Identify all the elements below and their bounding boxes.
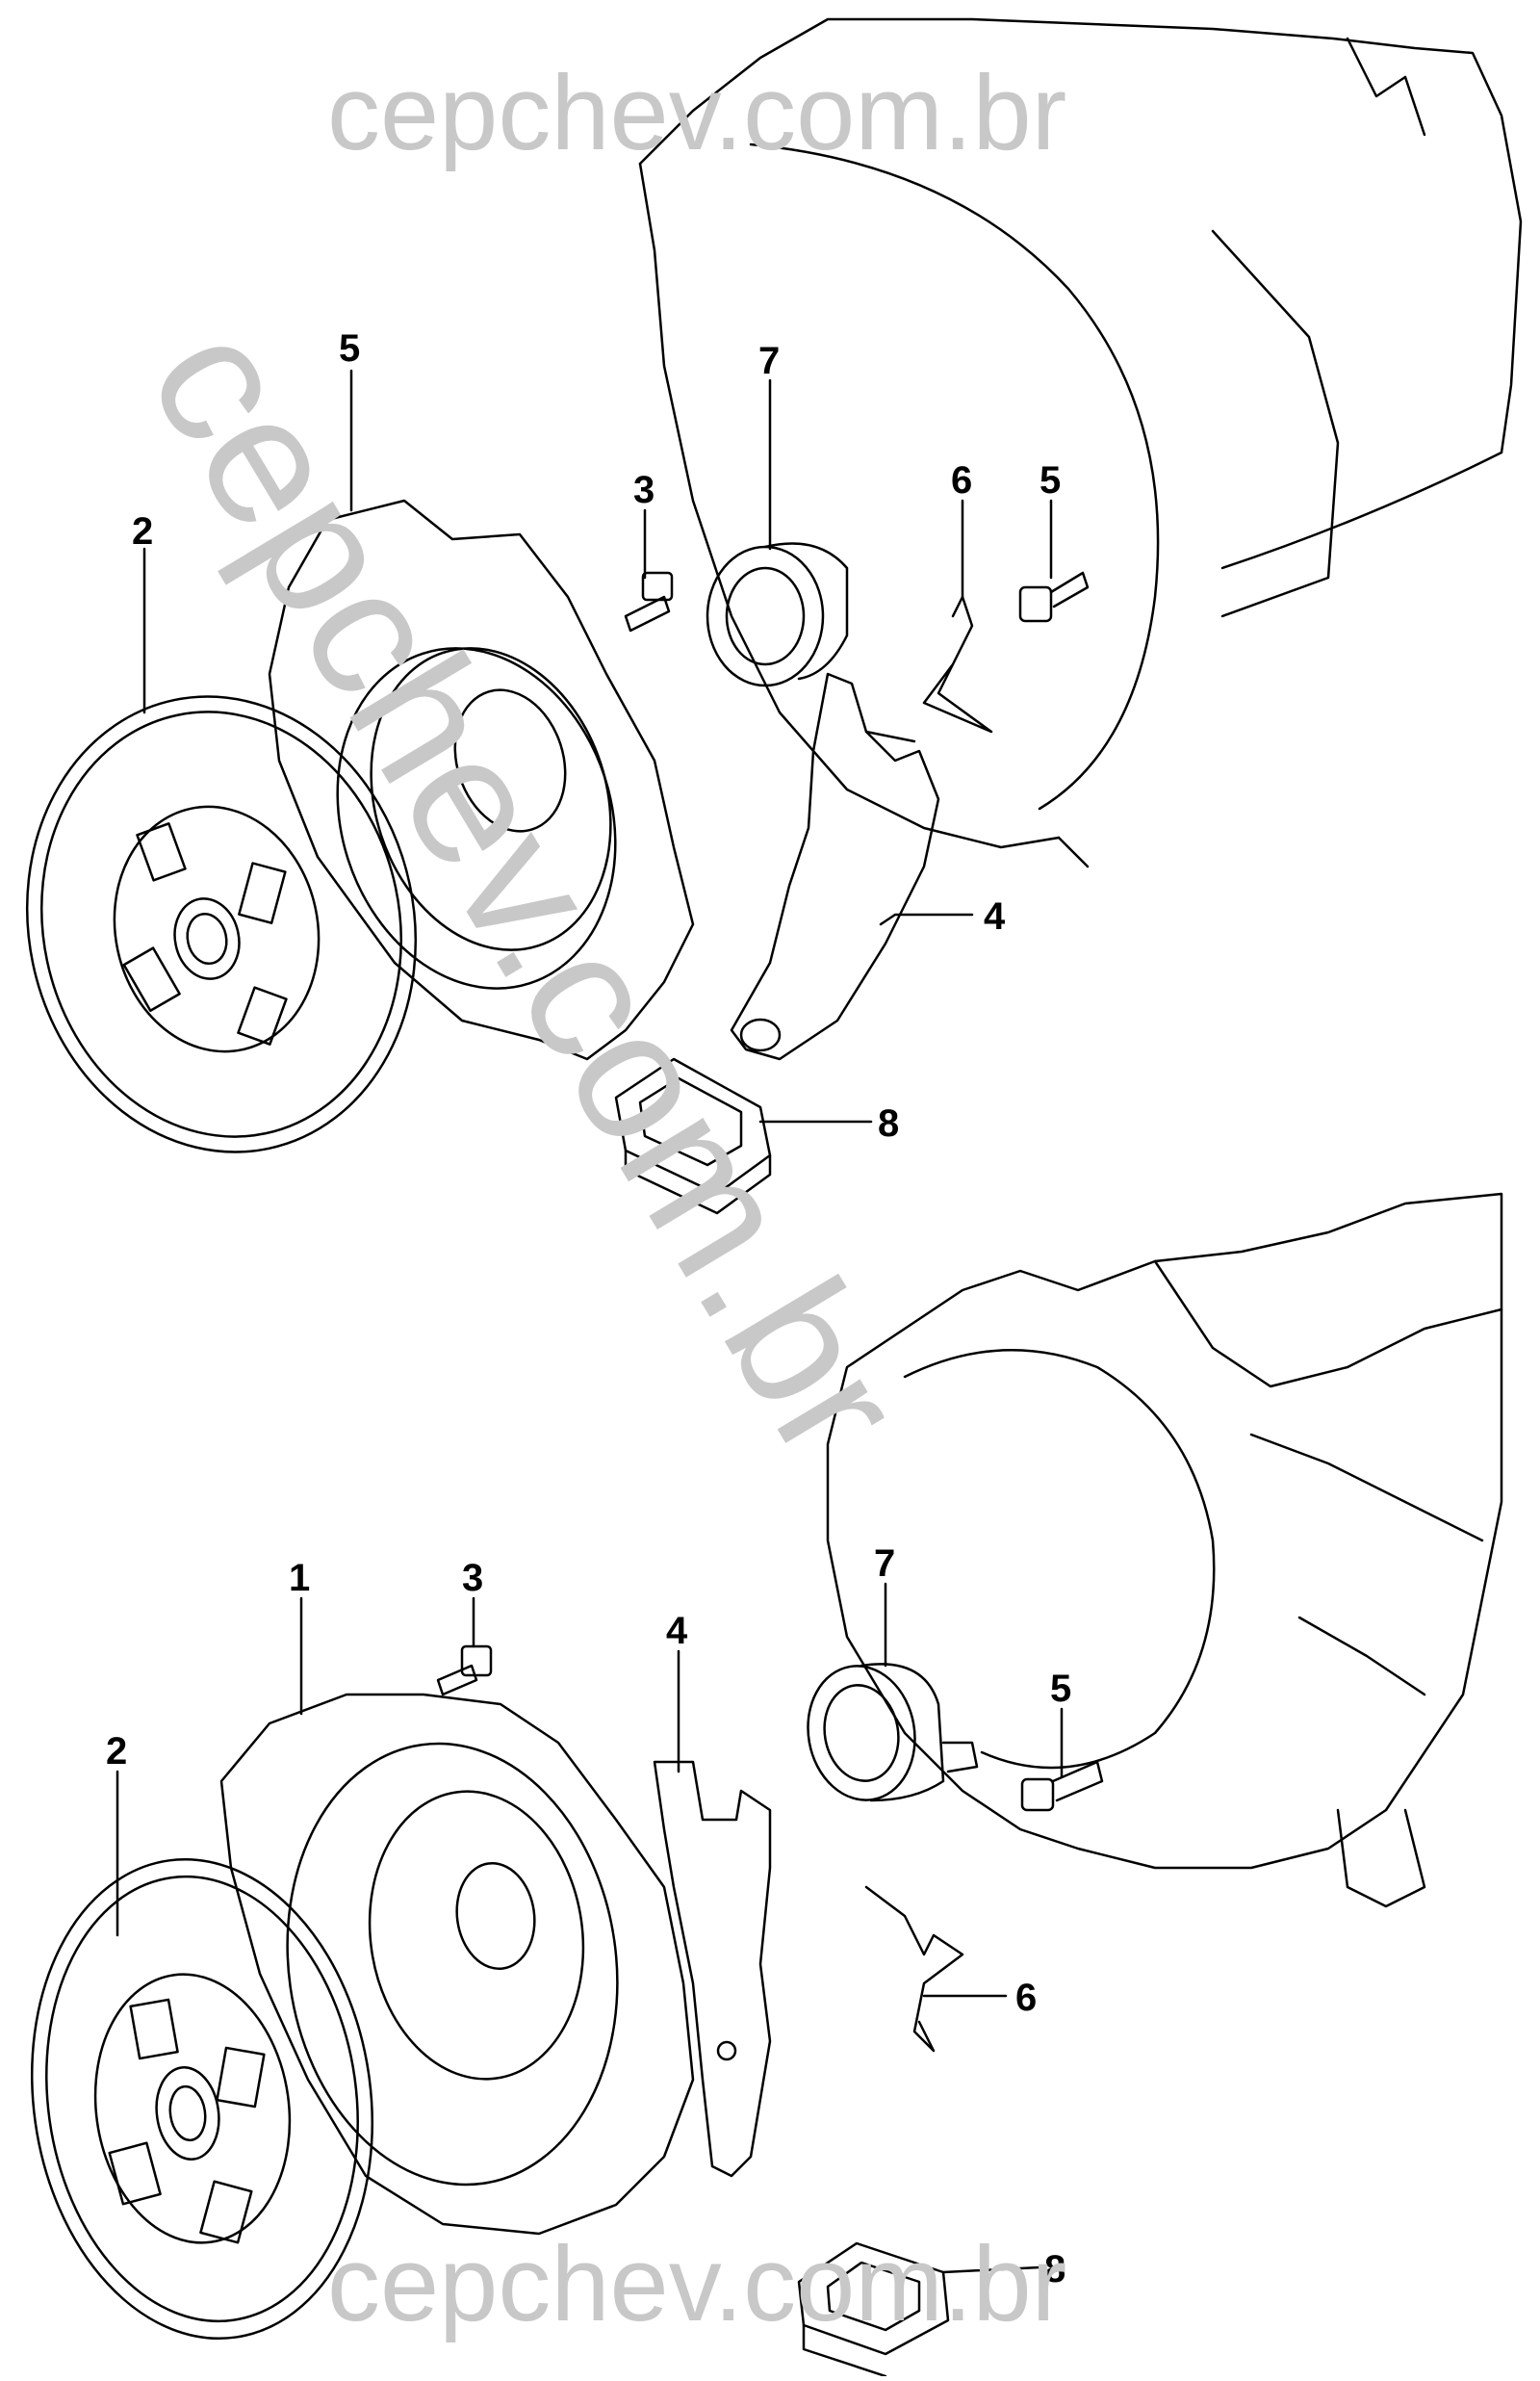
leader-lines-upper bbox=[142, 369, 1053, 1124]
retainer-clip-lower bbox=[864, 1885, 964, 2053]
callout-release-fork-lower: 4 bbox=[666, 1610, 688, 1652]
leader-lines-lower bbox=[116, 1582, 1064, 2274]
release-fork-upper bbox=[730, 672, 940, 1061]
callout-dust-boot-lower: 8 bbox=[1044, 2248, 1065, 2290]
callout-pressure-plate-lower: 1 bbox=[289, 1557, 310, 1599]
callout-release-fork-upper: 4 bbox=[984, 895, 1006, 938]
watermark-diagonal: cepchev.com.br bbox=[111, 291, 943, 1491]
callout-friction-disc-lower: 2 bbox=[106, 1730, 127, 1773]
callouts-upper: 5 2 3 7 6 5 4 8 bbox=[132, 327, 1061, 1145]
callout-retainer-clip-lower: 6 bbox=[1015, 1977, 1037, 2019]
transmission-housing-upper bbox=[638, 17, 1523, 868]
release-fork-lower bbox=[653, 1760, 772, 2178]
callout-bolt-lower: 3 bbox=[462, 1557, 483, 1599]
pivot-stud-lower bbox=[1020, 1760, 1104, 1812]
callout-friction-disc-upper: 2 bbox=[132, 510, 153, 553]
watermark-top: cepchev.com.br bbox=[327, 54, 1066, 172]
callout-dust-boot-upper: 8 bbox=[878, 1102, 899, 1145]
callout-pivot-stud-lower: 5 bbox=[1050, 1668, 1071, 1710]
friction-disc-lower bbox=[30, 1857, 374, 2341]
callouts-lower: 1 2 3 4 7 5 6 8 bbox=[106, 1542, 1071, 2290]
callout-release-bearing-upper: 7 bbox=[758, 340, 780, 382]
callout-pressure-plate-upper: 5 bbox=[339, 327, 360, 370]
bolt-upper bbox=[624, 571, 674, 633]
callout-release-bearing-lower: 7 bbox=[874, 1542, 895, 1585]
retainer-clip-upper bbox=[922, 595, 993, 734]
bolt-lower bbox=[436, 1644, 493, 1696]
callout-retainer-clip-upper: 6 bbox=[951, 459, 972, 502]
callout-pivot-stud-upper: 5 bbox=[1040, 459, 1061, 502]
pressure-plate-upper bbox=[268, 499, 695, 1061]
callout-bolt-upper: 3 bbox=[633, 469, 654, 511]
pressure-plate-lower bbox=[219, 1693, 695, 2236]
transmission-housing-lower bbox=[826, 1192, 1503, 1908]
dust-boot-upper bbox=[614, 1057, 772, 1215]
release-bearing-upper bbox=[706, 542, 849, 687]
release-bearing-lower bbox=[807, 1663, 979, 1802]
pivot-stud-upper bbox=[1018, 571, 1090, 623]
dust-boot-lower bbox=[797, 2241, 950, 2378]
friction-disc-upper bbox=[25, 695, 418, 1153]
watermark-bottom: cepchev.com.br bbox=[327, 2225, 1066, 2343]
